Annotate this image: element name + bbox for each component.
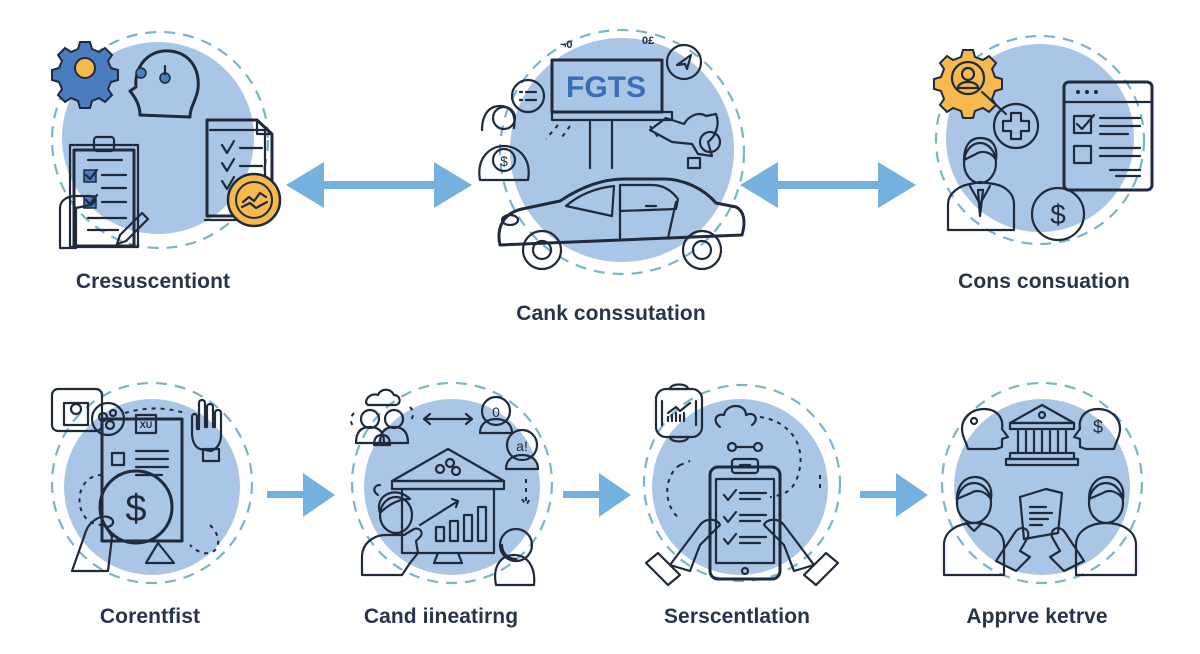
step-7-ring <box>940 381 1144 585</box>
arrow-head <box>303 473 335 517</box>
presenter-icon <box>360 483 423 577</box>
dollar-coin-icon: $ <box>1030 186 1086 242</box>
step-1 <box>40 20 282 260</box>
bidirectional-arrow-1 <box>284 160 474 210</box>
plus-icon <box>992 102 1040 150</box>
step-5: 0 a! <box>340 375 560 587</box>
arrow-shaft <box>860 491 898 498</box>
browser-checklist-icon <box>1062 80 1154 192</box>
chart-badge-icon <box>654 383 704 443</box>
money-bag-icon: $ <box>478 144 530 182</box>
arrow-shaft <box>267 491 305 498</box>
rear-wheel <box>681 229 723 271</box>
businessman-icon <box>946 136 1016 232</box>
step-6-label: Serscentlation <box>663 605 811 628</box>
mark-right: 0£ <box>642 35 654 47</box>
svg-text:0: 0 <box>492 404 500 420</box>
svg-text:$: $ <box>500 153 508 169</box>
step-3-label: Cons consuation <box>958 270 1130 293</box>
front-wheel <box>521 229 563 271</box>
arrow-shaft <box>776 181 880 189</box>
arrow-right-head <box>878 162 916 208</box>
hand-icon <box>70 515 115 573</box>
person-icon-left <box>942 475 1006 577</box>
step-2: ¬0 0£ FGTS $ <box>470 20 760 280</box>
step-7-label: Apprve ketrve <box>966 605 1108 628</box>
person-chat-icon <box>480 78 546 132</box>
swap-arrow-icon <box>422 412 474 426</box>
bidirectional-arrow-2 <box>738 160 918 210</box>
arrow-right-head <box>434 162 472 208</box>
hands-icon <box>644 518 840 587</box>
step-4-ring <box>50 381 254 585</box>
tablet-checklist-icon <box>708 457 782 581</box>
step-4: XU $ <box>40 375 260 585</box>
step-6 <box>640 375 842 587</box>
profile-card-icon <box>50 387 104 433</box>
badge-icon <box>226 172 282 228</box>
svg-text:$: $ <box>1050 199 1066 230</box>
step-5-circle <box>364 399 540 575</box>
thinking-head-icon <box>960 407 1010 451</box>
person-icon-right <box>1074 475 1138 577</box>
arrow-head <box>896 473 928 517</box>
document-icon: XU <box>100 413 184 543</box>
network-icon <box>90 401 126 437</box>
presentation-bank-icon <box>390 447 506 565</box>
arrow-head <box>599 473 631 517</box>
arrow-shaft <box>563 491 601 498</box>
step-3: $ <box>930 30 1160 260</box>
arrow-left-head <box>740 162 778 208</box>
billboard-text: FGTS <box>566 71 646 104</box>
arrow-shaft <box>322 181 436 189</box>
svg-text:a!: a! <box>516 438 528 454</box>
hand-icon <box>648 112 722 170</box>
step-2-ring <box>498 28 746 276</box>
forward-arrow-1 <box>267 472 337 518</box>
step-3-ring <box>934 34 1146 246</box>
svg-text:$: $ <box>125 488 146 530</box>
magnifier-dollar-icon: $ <box>98 469 176 565</box>
arrow-left-head <box>286 162 324 208</box>
svg-text:$: $ <box>1093 417 1103 437</box>
step-2-label: Cank conssutation <box>516 302 706 325</box>
doc-tag: XU <box>140 420 153 430</box>
checklist-document-icon <box>203 118 274 222</box>
team-icon <box>350 406 414 447</box>
car-icon <box>497 177 746 271</box>
step-5-label: Cand iineatirng <box>363 605 519 628</box>
step-1-ring <box>50 30 270 250</box>
step-6-ring <box>642 383 842 583</box>
document-handoff-icon <box>994 487 1086 573</box>
gear-icon <box>51 41 119 109</box>
forward-arrow-2 <box>563 472 633 518</box>
step-7: $ <box>930 375 1150 585</box>
audience-icon <box>494 527 536 587</box>
hand-pen-icon <box>58 194 150 250</box>
send-icon <box>665 43 703 81</box>
head-icon <box>128 49 200 119</box>
cloud-icon <box>364 388 401 407</box>
step-4-label: Corentfist <box>99 605 201 628</box>
flow-icon <box>666 404 821 520</box>
user-gear-icon <box>933 49 1003 119</box>
billboard-icon <box>545 58 674 170</box>
step-5-ring <box>350 381 554 585</box>
forward-arrow-3 <box>860 472 930 518</box>
contact-icons: 0 a! <box>478 395 540 507</box>
dollar-head-icon: $ <box>1072 407 1122 451</box>
step-7-circle <box>954 399 1130 575</box>
bank-icon <box>1004 403 1080 467</box>
mark-left: ¬0 <box>560 39 573 51</box>
robot-hand-icon <box>190 398 223 463</box>
step-1-label: Cresuscentiont <box>75 270 231 293</box>
